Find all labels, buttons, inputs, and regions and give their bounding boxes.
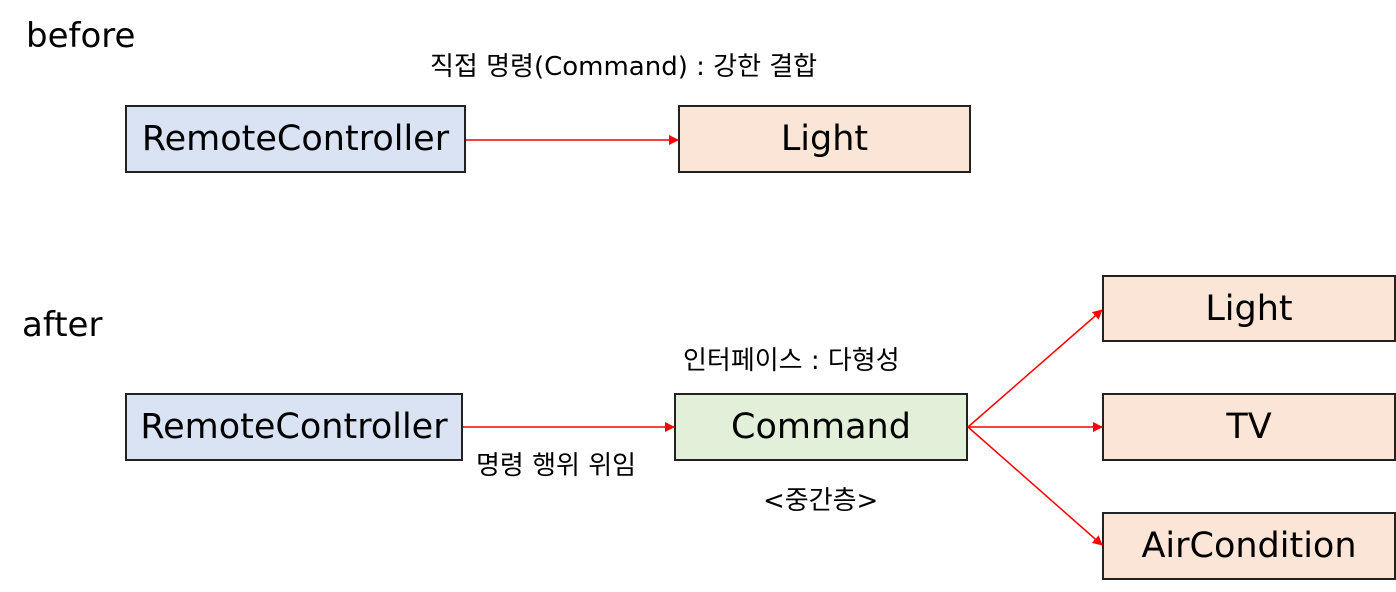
delegation-label: 명령 행위 위임 (476, 451, 637, 481)
before-light-label: Light (780, 119, 869, 159)
before-remote-controller-node: RemoteController (125, 105, 466, 173)
command-to-aircondition-arrow (967, 426, 1103, 546)
command-node: Command (674, 393, 968, 461)
before-section-title: before (26, 16, 136, 56)
after-light-node: Light (1102, 275, 1396, 342)
after-light-label: Light (1205, 288, 1293, 329)
before-light-node: Light (678, 105, 971, 173)
middle-layer-label: <중간층> (763, 486, 879, 516)
command-label: Command (731, 407, 911, 447)
aircondition-node: AirCondition (1102, 512, 1396, 580)
after-remote-controller-label: RemoteController (140, 407, 448, 447)
interface-label: 인터페이스 : 다형성 (683, 346, 900, 376)
aircondition-label: AirCondition (1141, 526, 1357, 566)
before-remote-controller-label: RemoteController (141, 119, 450, 159)
command-to-light-arrow (967, 309, 1103, 428)
after-remote-controller-node: RemoteController (125, 393, 463, 461)
after-section-title: after (22, 305, 103, 345)
tv-node: TV (1102, 393, 1396, 461)
tv-label: TV (1226, 407, 1272, 447)
before-edge-label: 직접 명령(Command) : 강한 결합 (430, 52, 818, 82)
